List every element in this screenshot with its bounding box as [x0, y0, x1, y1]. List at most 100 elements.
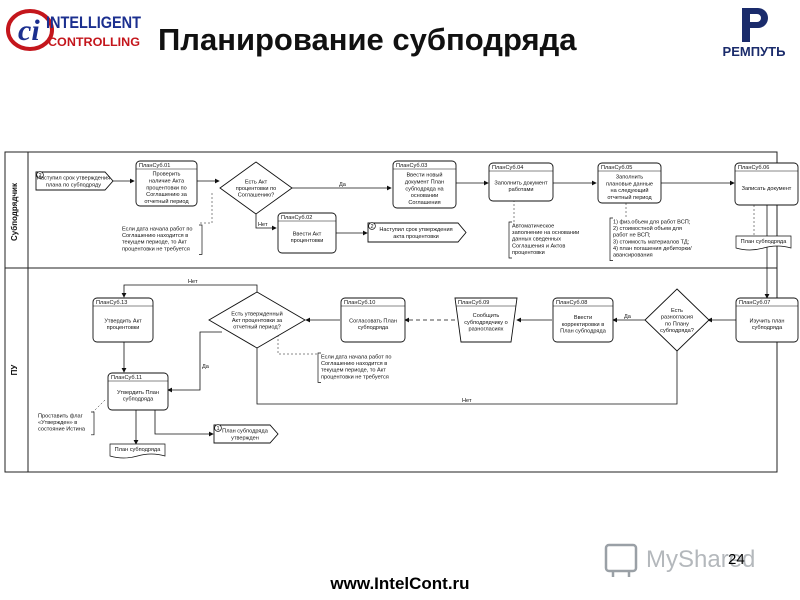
logo-swoosh-icon [6, 9, 54, 51]
event-label-line-1: Наступил срок утверждения [37, 176, 110, 182]
task-label-line-1: Утвердить План [117, 390, 159, 396]
task-label-line-2: субподрядчику о [464, 320, 508, 326]
note-text-line-2: Соглашению находится в [122, 233, 188, 239]
task-box [277, 212, 337, 254]
task-label-line-2: наличие Акта [149, 179, 185, 185]
decision-diamond [644, 288, 710, 352]
footer-url: www.IntelCont.ru [330, 574, 470, 593]
task-id: ПланСуб.01 [139, 163, 170, 169]
document-doc1[interactable]: План субподряда [735, 235, 792, 251]
task-label-line-3: субподряда на [405, 186, 444, 192]
task-id: ПланСуб.06 [738, 165, 769, 171]
task-label-line-5: отчетный период [144, 198, 189, 205]
task-label-line-2: плановые данные [606, 181, 653, 187]
task-box [552, 297, 614, 343]
note-text-line-1: Если дата начала работ по [122, 227, 193, 233]
note-bracket [317, 352, 321, 383]
logo-line2: CONTROLLING [48, 35, 140, 49]
event-number-badge [36, 171, 44, 179]
note-text-line-1: 1) физ.объем для работ ВСП; [613, 220, 691, 226]
document-shape [109, 443, 166, 459]
watermark-text: MyShared [646, 546, 755, 573]
decision-label-line-1: Есть Акт [245, 179, 268, 185]
task-label-line-4: Соглашению за [146, 192, 188, 198]
decision-label-line-3: по Плану [665, 321, 689, 327]
task-id: ПланСуб.08 [556, 300, 587, 306]
note-text-line-3: текущем периоде, то Акт [321, 368, 386, 374]
task-box [392, 160, 457, 209]
task-label-line-2: субподряда [123, 397, 154, 403]
task-label-line-3: разногласиях [469, 327, 504, 333]
event-label-line-2: утвержден [231, 435, 259, 441]
intelligent-controlling-logo: ci INTELLIGENT CONTROLLING [6, 9, 142, 51]
task-box [735, 297, 799, 343]
remput-logo-text: РЕМПУТЬ [723, 44, 786, 59]
myshared-watermark: MyShared [604, 543, 755, 577]
label-no-d1: Нет [258, 222, 268, 228]
edge-labels: Да Нет Да Нет Нет Да [188, 182, 632, 404]
task-id: ПланСуб.02 [281, 215, 312, 221]
decision-label-line-2: разногласия [661, 315, 693, 321]
task-box [734, 162, 799, 206]
decision-label-line-4: субподряда? [660, 328, 694, 334]
logo-line1: INTELLIGENT [46, 13, 142, 32]
note-bracket [91, 411, 95, 436]
note-text-line-3: состояние Истина [38, 427, 86, 433]
note-text-line-6: авансирования [613, 253, 653, 259]
lane-subcontractor: Субподрядчик [10, 182, 19, 241]
task-label-line-1: Изучить план [750, 318, 785, 324]
note-n3: 1) физ.объем для работ ВСП;2) стоимостно… [609, 217, 692, 261]
decision-label-line-3: Соглашению? [238, 193, 275, 199]
label-no-d2: Нет [462, 398, 472, 404]
remput-logo: РЕМПУТЬ [723, 8, 786, 59]
note-text-line-3: данных сведенных [512, 237, 561, 243]
task-id: ПланСуб.10 [344, 300, 375, 306]
task-label-line-1: Заполнить [616, 175, 644, 181]
task-label-line-2: субподряда [358, 325, 389, 331]
note-text-line-4: 3) стоимость материалов ТД; [613, 239, 690, 245]
event-label-line-2: плана по субподряду [46, 182, 101, 188]
note-text-line-4: процентовки не требуется [122, 246, 190, 252]
task-label-line-2: субподряда [752, 325, 783, 331]
task-label-line-3: процентовки по [146, 185, 186, 191]
event-number-badge [368, 222, 376, 230]
event-arrow-shape [35, 171, 114, 191]
label-yes-d3: Да [202, 364, 210, 370]
label-yes-d2: Да [624, 314, 632, 320]
decision-diamond [219, 161, 293, 215]
task-id: ПланСуб.13 [96, 300, 127, 306]
note-text-line-2: «Утвержден» в [38, 420, 77, 426]
task-id: ПланСуб.11 [111, 375, 142, 381]
event-label-line-1: План субподряда [222, 429, 269, 435]
decision-label-line-2: Акт процентовки за [232, 318, 283, 324]
document-label: План субподряда [115, 447, 162, 453]
task-label-line-5: Соглашения [408, 200, 440, 206]
task-label-line-1: Согласовать План [349, 318, 397, 324]
task-label-line-1: Ввести [574, 315, 592, 321]
task-box [92, 297, 154, 343]
document-doc2[interactable]: План субподряда [109, 443, 166, 459]
remput-emblem-icon [742, 8, 768, 42]
note-text-line-3: работ не ВСП; [613, 233, 651, 239]
